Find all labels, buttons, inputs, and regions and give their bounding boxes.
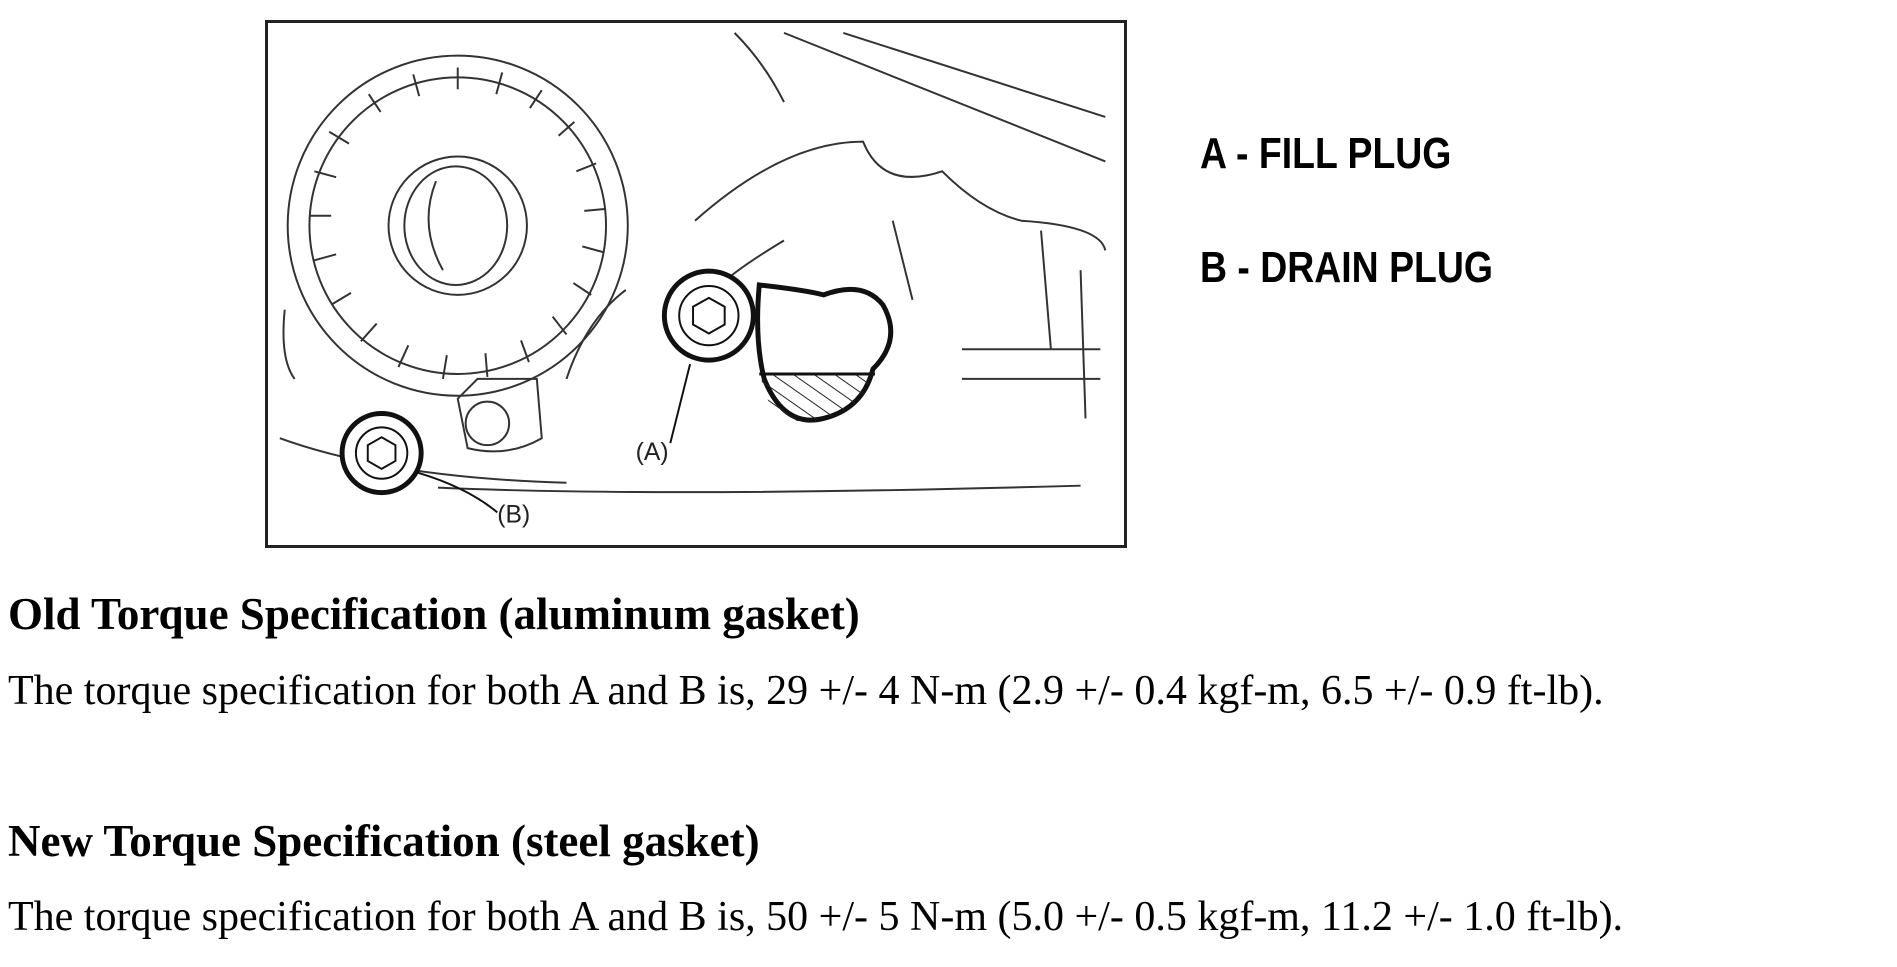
callout-a-label: (A) bbox=[636, 439, 669, 466]
legend-fill-plug: A - FILL PLUG bbox=[1200, 129, 1452, 178]
callout-b-label: (B) bbox=[497, 501, 530, 528]
plug-legend: A - FILL PLUG B - DRAIN PLUG bbox=[1200, 130, 1493, 358]
old-spec-heading: Old Torque Specification (aluminum gaske… bbox=[8, 589, 860, 639]
new-spec-text: The torque specification for both A and … bbox=[8, 894, 1624, 940]
legend-drain-plug: B - DRAIN PLUG bbox=[1200, 243, 1493, 292]
diagram-drawing: (A) (B) bbox=[279, 31, 1107, 528]
transmission-diagram: (A) (B) bbox=[265, 20, 1127, 548]
new-spec-heading: New Torque Specification (steel gasket) bbox=[8, 816, 760, 866]
old-spec-text: The torque specification for both A and … bbox=[8, 668, 1604, 714]
